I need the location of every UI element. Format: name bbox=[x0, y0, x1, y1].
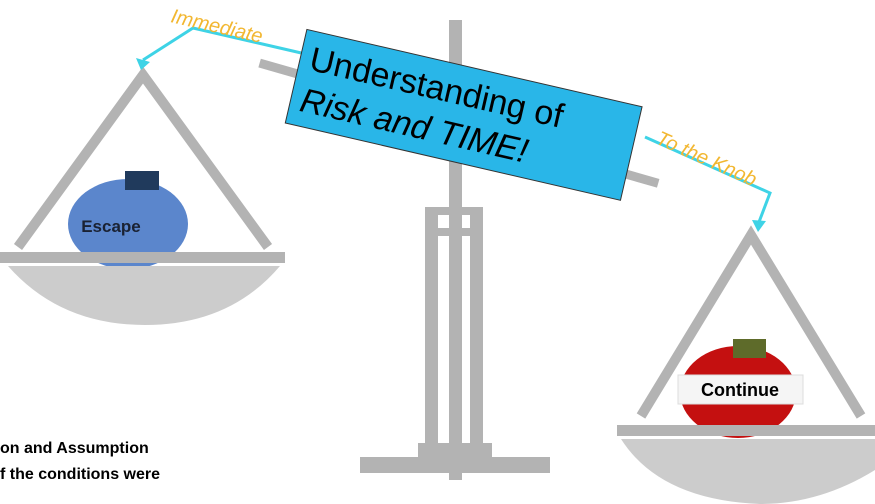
footer-text-line2: f the conditions were bbox=[0, 466, 161, 483]
right-pan: Continue bbox=[617, 225, 875, 504]
footer-text-line1: on and Assumption bbox=[0, 440, 149, 457]
arrowhead-icon bbox=[752, 220, 766, 232]
to-the-knob-label: To the Knob bbox=[653, 127, 760, 191]
left-pan: Escape bbox=[0, 66, 285, 325]
blue-weight-icon bbox=[68, 179, 188, 269]
immediate-label: Immediate bbox=[169, 5, 265, 47]
arrows bbox=[136, 26, 772, 232]
weight-knob bbox=[733, 339, 766, 358]
arrowhead-icon bbox=[136, 58, 150, 70]
banner: Understanding of Risk and TIME! bbox=[284, 28, 643, 201]
escape-label: Escape bbox=[81, 217, 141, 236]
continue-label: Continue bbox=[701, 380, 779, 400]
weight-knob bbox=[125, 171, 159, 190]
